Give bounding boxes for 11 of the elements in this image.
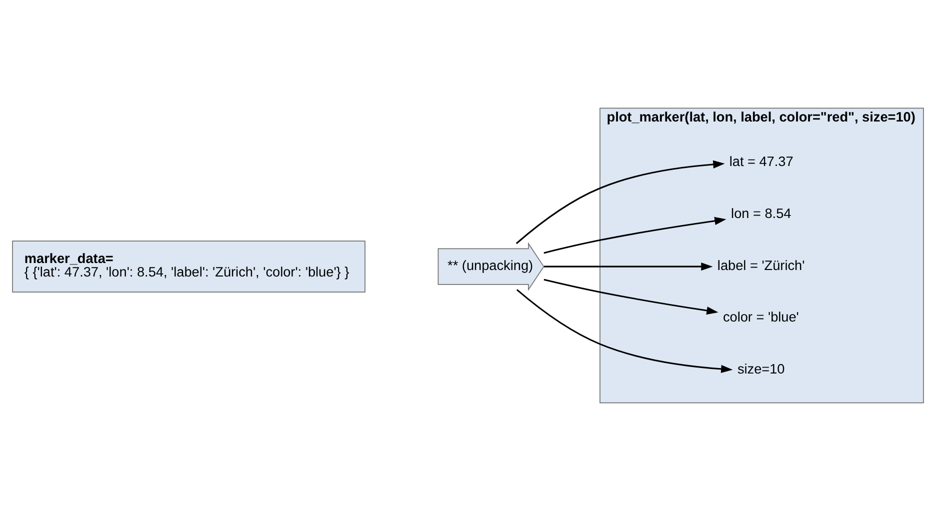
arrow: [516, 160, 725, 244]
arrow: [544, 278, 718, 314]
arrow: [544, 216, 726, 254]
arrow: [516, 288, 733, 372]
node-text: lat = 47.37: [729, 153, 794, 168]
node-box: marker_data= { {'lat': 47.37, 'lon': 8.54, 'label': 'Zürich', 'color': 'blue'} }: [12, 240, 366, 292]
arrow: [544, 262, 713, 270]
node-text: size=10: [737, 361, 785, 376]
node-text: color = 'blue': [722, 309, 799, 324]
node-text: lon = 8.54: [731, 205, 792, 220]
node-text: label = 'Zürich': [717, 257, 805, 272]
